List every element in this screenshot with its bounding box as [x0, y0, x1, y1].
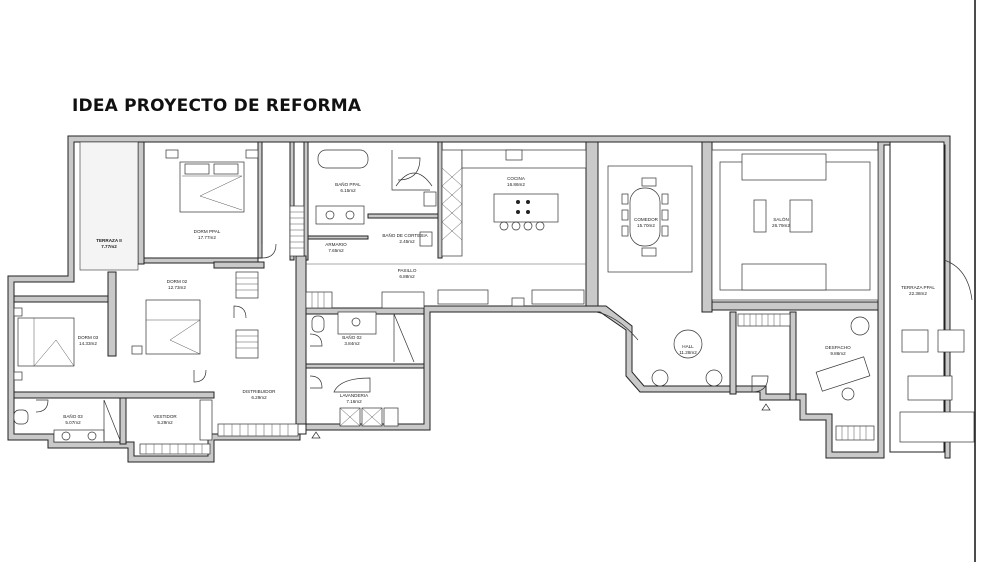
- label-cocina: COCINA: [507, 176, 526, 181]
- wardrobe-hatches: [139, 205, 875, 455]
- label-bano-ppal: BAÑO PPAL: [335, 181, 361, 187]
- label-bano-cortesia: BAÑO DE CORTESIA: [382, 232, 428, 238]
- laundry-fixtures: [333, 377, 399, 427]
- door-swings: [35, 157, 769, 413]
- plan-title: IDEA PROYECTO DE REFORMA: [72, 96, 362, 116]
- bed-dorm-02: [131, 299, 201, 355]
- area-comedor: 15.70m2: [637, 223, 655, 228]
- area-dorm-ppal: 17.77m2: [198, 235, 216, 240]
- label-salon: SALÓN: [773, 216, 789, 222]
- area-lavanderia: 7.16m2: [346, 399, 362, 404]
- area-distribuidor: 6.29m2: [251, 395, 267, 400]
- label-lavanderia: LAVANDERIA: [340, 393, 369, 398]
- terraza-ii-area: [79, 141, 139, 271]
- area-bano-ppal: 6.15m2: [340, 188, 356, 193]
- hall-furniture: [595, 311, 723, 387]
- label-dorm3: DORM 03: [78, 335, 99, 340]
- area-dorm2: 12.73m2: [168, 285, 186, 290]
- area-cocina: 16.86m2: [507, 182, 525, 187]
- area-vestidor: 5.29m2: [157, 420, 173, 425]
- hallway-furniture: [306, 263, 586, 309]
- interior-walls: [13, 141, 879, 445]
- label-pasillo: PASILLO: [398, 268, 417, 273]
- bano-ppal-fixtures: [315, 149, 437, 247]
- bano-02-fixtures: [311, 311, 415, 363]
- area-terraza2: 7.77m2: [101, 244, 117, 249]
- kitchen-fixtures: [441, 149, 587, 257]
- area-salon: 26.79m2: [772, 223, 790, 228]
- area-bano-cortesia: 2.45m2: [399, 239, 415, 244]
- area-dorm3: 14.33m2: [79, 341, 97, 346]
- area-bano3: 5.07m2: [65, 420, 81, 425]
- bed-dorm-ppal: [165, 149, 259, 213]
- area-despacho: 9.86m2: [830, 351, 846, 356]
- label-dorm2: DORM 02: [167, 279, 188, 284]
- label-distribuidor: DISTRIBUIDOR: [243, 389, 277, 394]
- label-bano3: BAÑO 03: [63, 413, 83, 419]
- area-bano2: 3.84m2: [344, 341, 360, 346]
- label-terraza2: TERRAZA II: [96, 238, 122, 243]
- label-terraza-ppal: TERRAZA PPAL: [901, 285, 935, 290]
- terrace-furniture: [899, 259, 975, 443]
- office-furniture: [815, 316, 871, 401]
- label-bano2: BAÑO 02: [342, 334, 362, 340]
- label-vestidor: VESTIDOR: [153, 414, 177, 419]
- dining-set: [607, 165, 693, 273]
- north-markers: [311, 403, 771, 439]
- label-despacho: DESPACHO: [825, 345, 851, 350]
- area-armario: 7.65m2: [328, 248, 344, 253]
- label-hall: HALL: [682, 344, 694, 349]
- bed-dorm-03: [13, 307, 75, 381]
- label-comedor: COMEDOR: [634, 217, 659, 222]
- area-pasillo: 6.88m2: [399, 274, 415, 279]
- area-hall: 11.28m2: [679, 350, 697, 355]
- area-terraza-ppal: 22.38m2: [909, 291, 927, 296]
- room-labels: TERRAZA II 7.77m2 DORM PPAL 17.77m2 BAÑO…: [63, 176, 935, 425]
- bano-03-fixtures: [13, 399, 121, 443]
- living-set: [711, 149, 879, 301]
- label-dorm-ppal: DORM PPAL: [194, 229, 221, 234]
- label-armario: ARMARIO: [325, 242, 347, 247]
